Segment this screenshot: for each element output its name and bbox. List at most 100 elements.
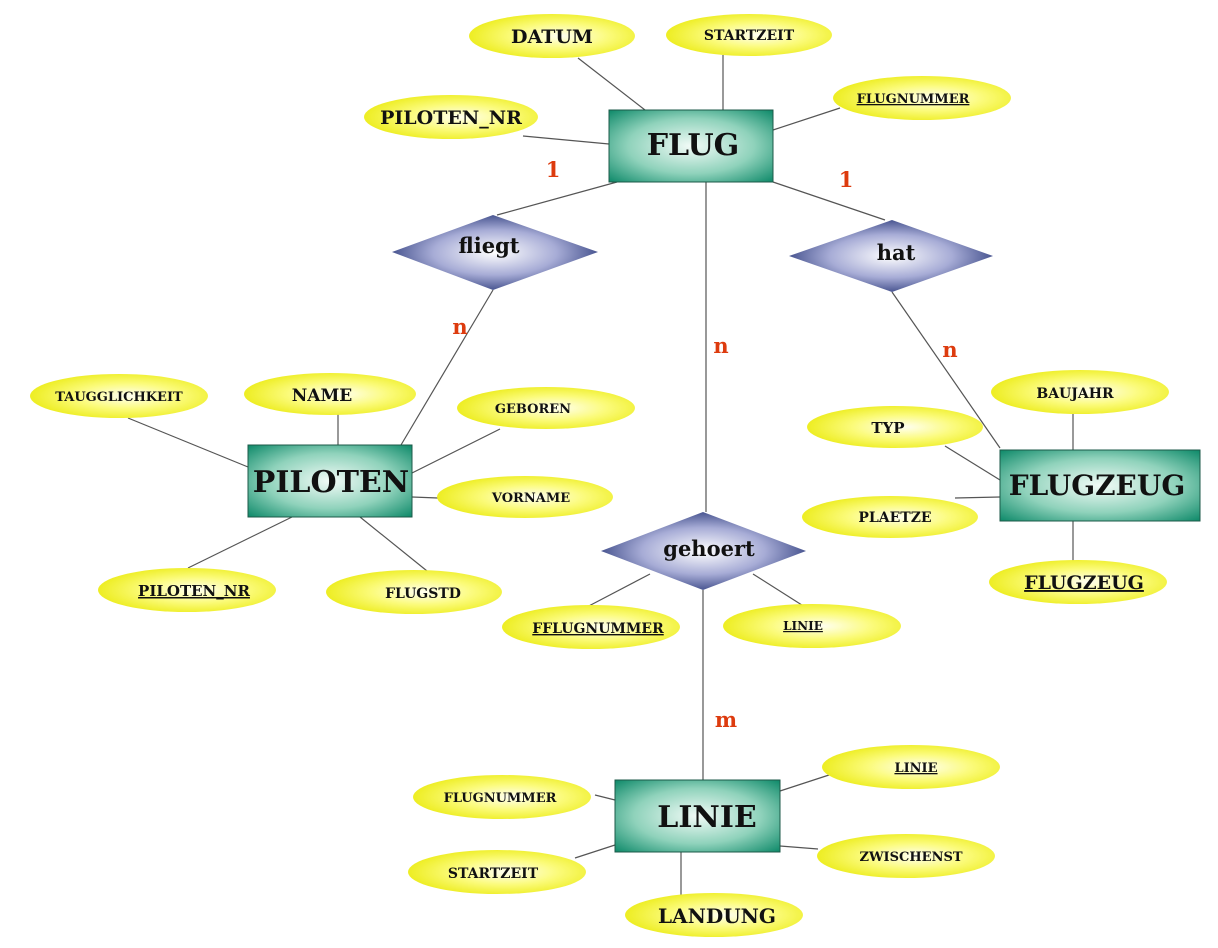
line-flugzeug-typ xyxy=(944,445,1001,481)
attribute-flugnummer-linie-label: FLUGNUMMER xyxy=(444,791,557,806)
relationship-fliegt-diamond xyxy=(392,215,598,290)
attribute-geboren-ellipse xyxy=(457,387,635,429)
entity-piloten-label: PILOTEN xyxy=(253,465,409,500)
line-linie-zwischenst xyxy=(779,845,819,850)
attribute-typ-label: TYP xyxy=(871,419,904,437)
attribute-flugzeug-key-label: FLUGZEUG xyxy=(1024,572,1144,594)
line-gehoert-fflugnummer xyxy=(584,573,651,609)
attribute-flugstd-ellipse xyxy=(326,570,502,614)
attribute-name-label: NAME xyxy=(292,386,353,406)
relationship-hat-diamond xyxy=(789,220,993,292)
entity-linie: LINIE xyxy=(614,779,781,853)
relationship-gehoert: gehoert xyxy=(601,512,806,590)
attribute-geboren: GEBOREN xyxy=(457,387,635,429)
line-fliegt-piloten xyxy=(400,289,494,446)
entity-flugzeug-label: FLUGZEUG xyxy=(1009,469,1185,502)
entity-flug-box xyxy=(608,109,774,183)
attribute-piloten-nr-piloten-label: PILOTEN_NR xyxy=(138,582,250,600)
entity-linie-box xyxy=(614,779,781,853)
relationship-hat: hat xyxy=(789,220,993,292)
attribute-flugnummer-linie: FLUGNUMMER xyxy=(413,775,591,819)
entity-flugzeug: FLUGZEUG xyxy=(999,449,1201,522)
entity-piloten: PILOTEN xyxy=(247,444,413,518)
attribute-tauglichkeit-label: TAUGGLICHKEIT xyxy=(55,390,183,405)
cardinalities: 1 n 1 n n m xyxy=(452,157,957,732)
attribute-name-ellipse xyxy=(244,373,416,415)
attribute-plaetze: PLAETZE xyxy=(802,496,978,538)
attribute-baujahr-ellipse xyxy=(991,370,1169,414)
attribute-flugnummer-flug-label: FLUGNUMMER xyxy=(857,92,970,107)
attribute-tauglichkeit-ellipse xyxy=(30,374,208,418)
attribute-linie-gehoert-ellipse xyxy=(723,604,901,648)
relationship-fliegt-label: fliegt xyxy=(459,233,520,258)
attribute-geboren-label: GEBOREN xyxy=(495,402,571,417)
line-piloten-piloten-nr xyxy=(187,516,293,569)
attribute-plaetze-ellipse xyxy=(802,496,978,538)
entity-linie-label: LINIE xyxy=(657,800,756,835)
attribute-tauglichkeit: TAUGGLICHKEIT xyxy=(30,374,208,418)
attribute-flugzeug-key: FLUGZEUG xyxy=(989,560,1167,604)
cardinality-flug-gehoert: n xyxy=(713,333,728,358)
attribute-datum-label: DATUM xyxy=(511,26,593,48)
attribute-startzeit-linie-label: STARTZEIT xyxy=(448,866,539,882)
attribute-flugstd-label: FLUGSTD xyxy=(385,586,461,602)
attribute-flugnummer-linie-ellipse xyxy=(413,775,591,819)
entity-flug: FLUG xyxy=(608,109,774,183)
cardinality-gehoert-linie: m xyxy=(715,707,737,732)
attribute-piloten-nr-flug-label: PILOTEN_NR xyxy=(380,107,522,129)
attribute-vorname-ellipse xyxy=(437,476,613,518)
line-linie-linie xyxy=(779,774,830,792)
cardinality-hat-flugzeug: n xyxy=(942,337,957,362)
cardinality-fliegt-piloten: n xyxy=(452,314,467,339)
attribute-fflugnummer: FFLUGNUMMER xyxy=(502,605,680,649)
connectors xyxy=(127,55,1074,895)
entity-flug-label: FLUG xyxy=(647,128,740,163)
attribute-fflugnummer-label: FFLUGNUMMER xyxy=(532,621,664,637)
relationship-gehoert-label: gehoert xyxy=(663,536,755,561)
line-gehoert-linie xyxy=(752,573,806,608)
attribute-vorname-label: VORNAME xyxy=(491,491,570,506)
attribute-linie-linie-ellipse xyxy=(822,745,1000,789)
attribute-landung-label: LANDUNG xyxy=(658,904,776,928)
line-piloten-geboren xyxy=(411,428,501,474)
line-piloten-flugstd xyxy=(359,516,433,576)
attribute-baujahr: BAUJAHR xyxy=(991,370,1169,414)
attribute-piloten-nr-piloten: PILOTEN_NR xyxy=(98,568,276,612)
attribute-datum: DATUM xyxy=(469,14,635,58)
attribute-name: NAME xyxy=(244,373,416,415)
attribute-plaetze-label: PLAETZE xyxy=(858,510,931,526)
attribute-linie-gehoert: LINIE xyxy=(723,604,901,648)
attribute-startzeit-flug: STARTZEIT xyxy=(666,14,832,56)
attribute-startzeit-linie-ellipse xyxy=(408,850,586,894)
attribute-piloten-nr-flug-ellipse xyxy=(364,95,538,139)
attribute-zwischenst: ZWISCHENST xyxy=(817,834,995,878)
attribute-startzeit-flug-ellipse xyxy=(666,14,832,56)
cardinality-flug-fliegt: 1 xyxy=(546,157,561,182)
attribute-fflugnummer-ellipse xyxy=(502,605,680,649)
cardinality-flug-hat: 1 xyxy=(839,167,854,192)
line-flugzeug-plaetze xyxy=(954,496,1001,499)
attribute-typ: TYP xyxy=(807,406,983,448)
attribute-landung: LANDUNG xyxy=(625,893,803,937)
attribute-typ-ellipse xyxy=(807,406,983,448)
entity-flugzeug-box xyxy=(999,449,1201,522)
line-flug-hat xyxy=(772,181,886,221)
attribute-linie-gehoert-label: LINIE xyxy=(783,619,823,633)
line-flug-flugnummer xyxy=(772,107,841,131)
attribute-baujahr-label: BAUJAHR xyxy=(1036,386,1114,402)
attribute-flugzeug-key-ellipse xyxy=(989,560,1167,604)
line-flug-piloten-nr xyxy=(522,135,610,145)
attribute-startzeit-linie: STARTZEIT xyxy=(408,850,586,894)
line-flug-fliegt xyxy=(496,181,618,216)
line-hat-flugzeug xyxy=(891,291,1001,449)
attribute-piloten-nr-flug: PILOTEN_NR xyxy=(364,95,538,139)
attribute-linie-linie: LINIE xyxy=(822,745,1000,789)
relationship-fliegt: fliegt xyxy=(392,215,598,290)
attribute-linie-linie-label: LINIE xyxy=(894,761,937,776)
attribute-vorname: VORNAME xyxy=(437,476,613,518)
attribute-zwischenst-ellipse xyxy=(817,834,995,878)
attribute-zwischenst-label: ZWISCHENST xyxy=(859,850,962,865)
line-linie-startzeit xyxy=(574,844,616,859)
